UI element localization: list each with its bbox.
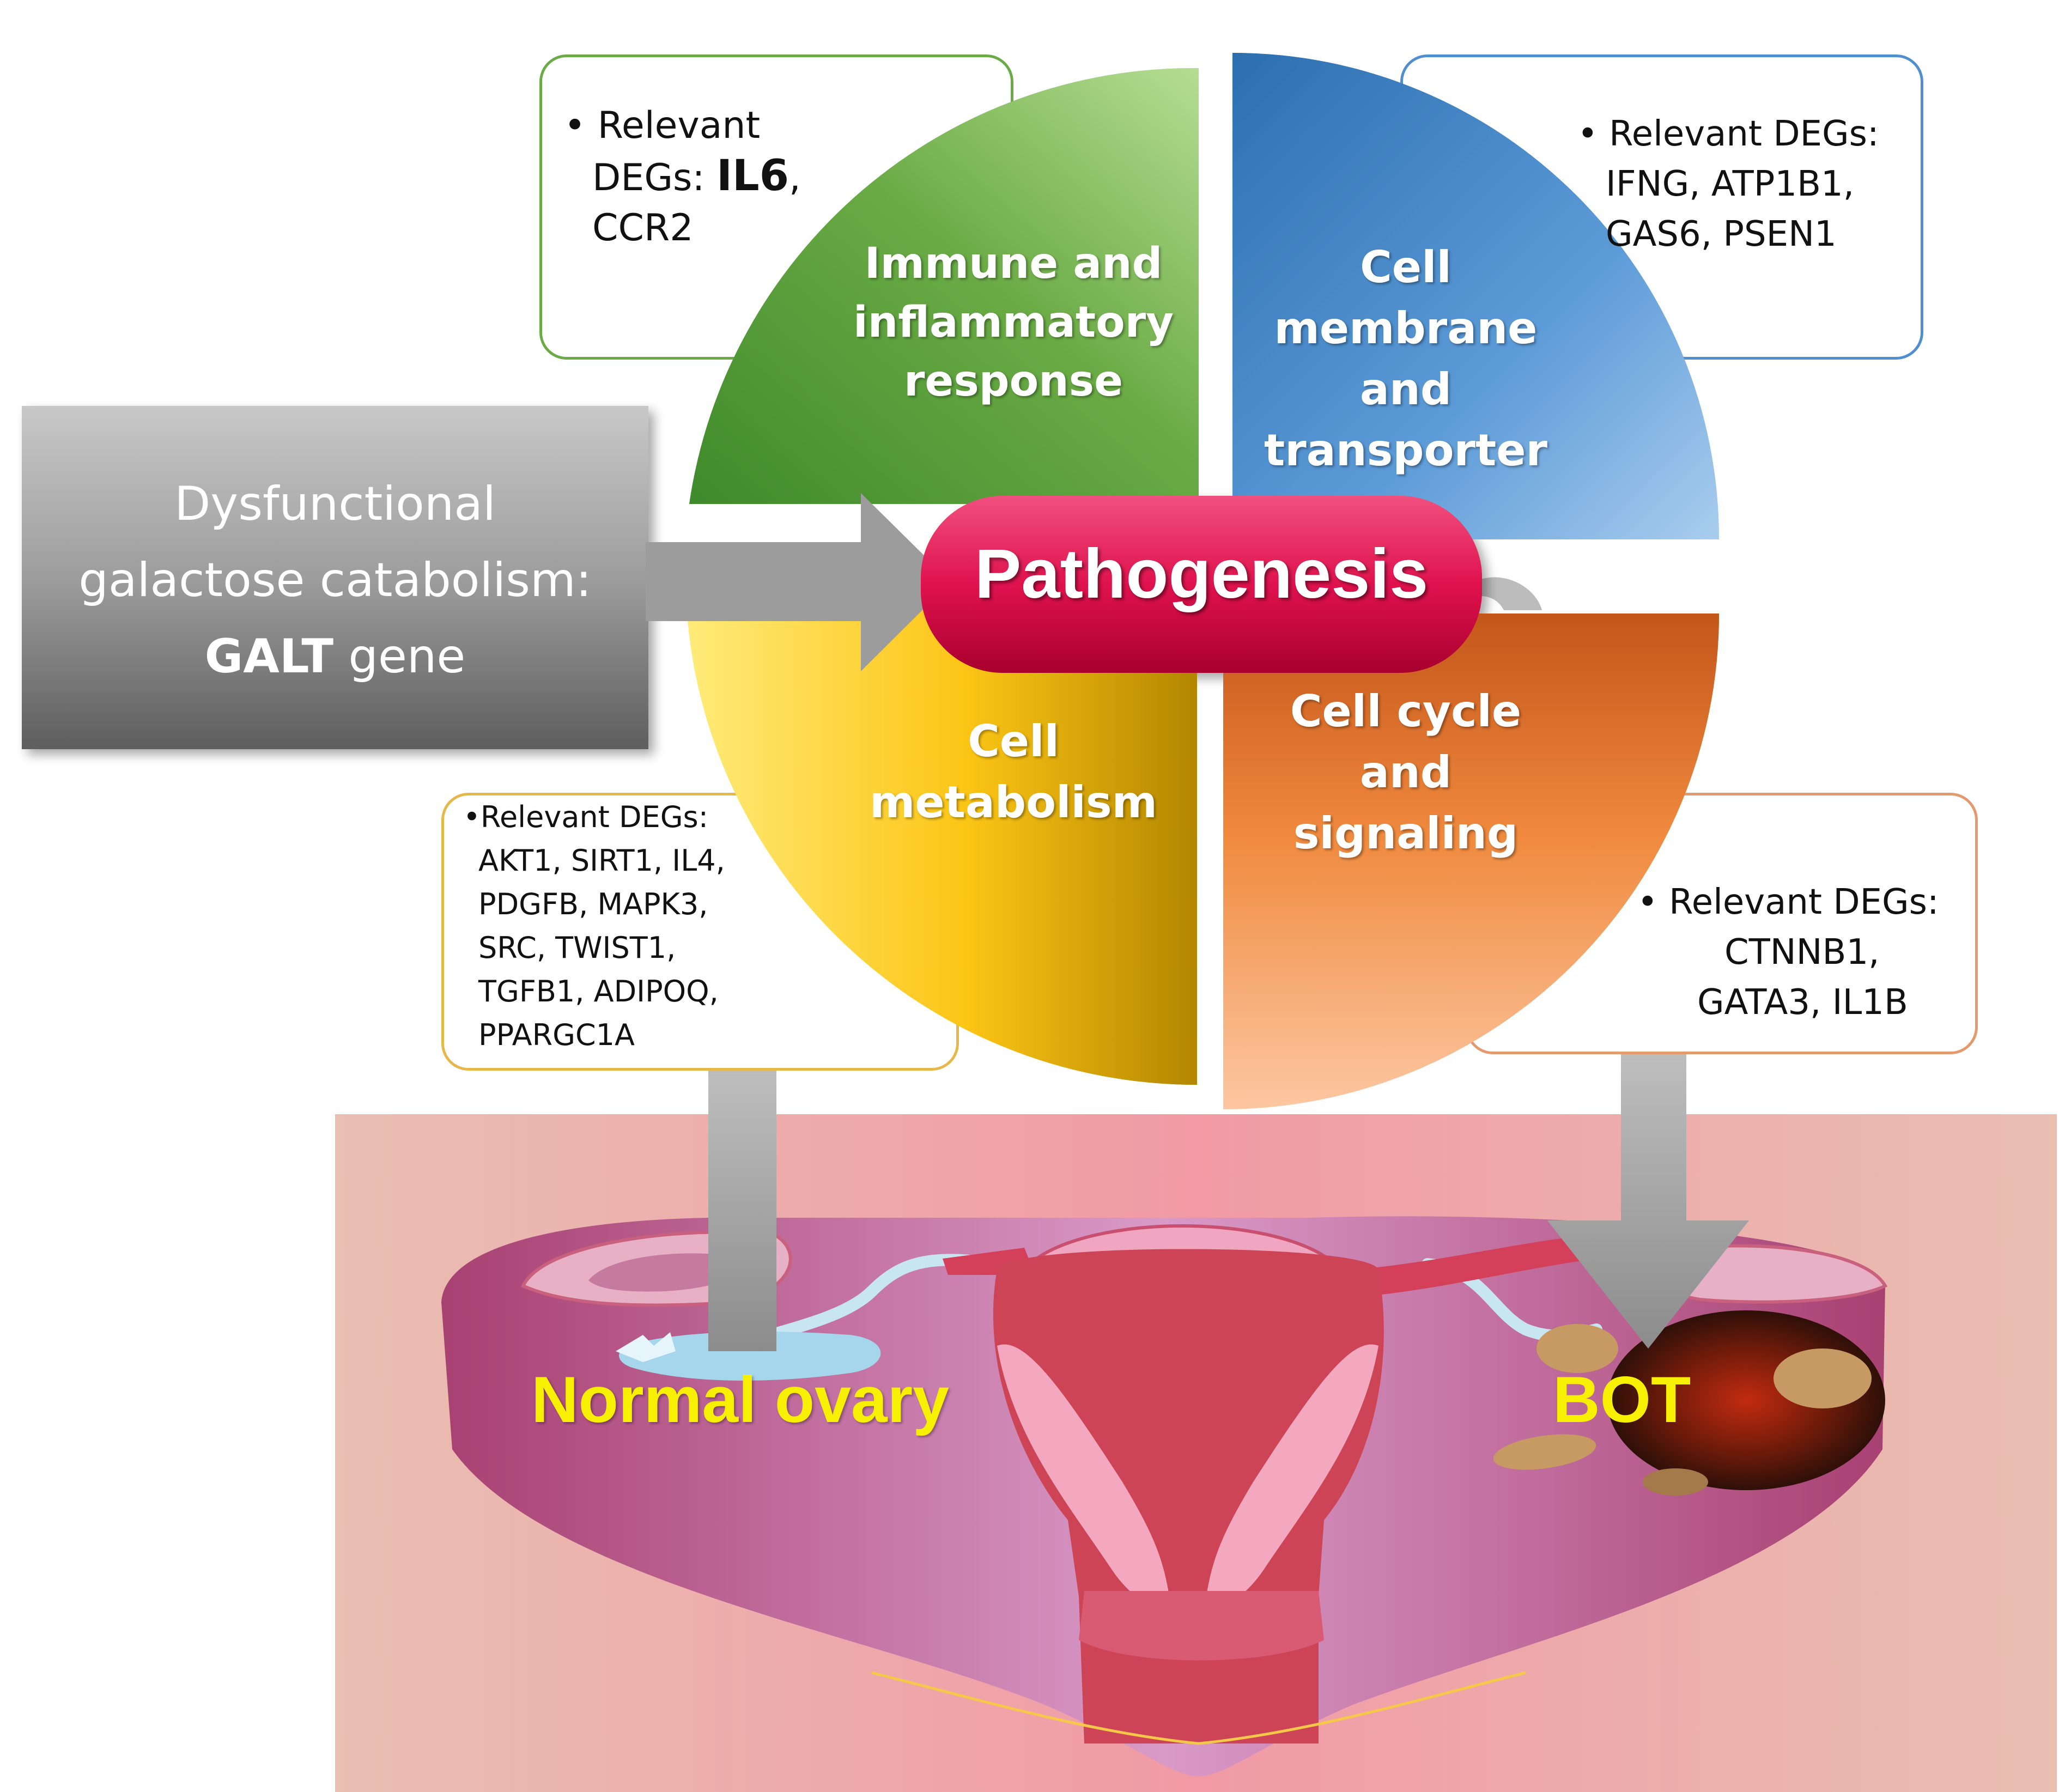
source-box bbox=[22, 406, 648, 749]
source-line-1: Dysfunctional bbox=[174, 477, 496, 531]
cycle-degs-text: • Relevant DEGs: CTNNB1, GATA3, IL1B bbox=[1637, 882, 1939, 1023]
uterus-cavity bbox=[997, 1344, 1171, 1613]
bot-spot-2 bbox=[1774, 1348, 1872, 1408]
pelvis-floor-line bbox=[871, 1671, 1526, 1745]
normal-ovary-fimbria bbox=[616, 1332, 676, 1362]
source-line-3: GALT gene bbox=[204, 629, 466, 684]
metabolism-label: Cell metabolism bbox=[870, 716, 1157, 828]
bot-label: BOT bbox=[1553, 1363, 1691, 1436]
cycle-label: Cell cycle and signaling bbox=[1290, 686, 1522, 859]
source-line-2: galactose catabolism: bbox=[78, 553, 592, 608]
membrane-label: Cell membrane and transporter bbox=[1264, 242, 1547, 476]
membrane-degs-text: • Relevant DEGs: IFNG, ATP1B1, GAS6, PSE… bbox=[1577, 114, 1879, 254]
fallopian-tube-left bbox=[730, 1254, 1003, 1352]
immune-label: Immune and inflammatory response bbox=[853, 239, 1174, 406]
source-box-text: Dysfunctional galactose catabolism: GALT… bbox=[22, 466, 648, 695]
pelvis-rim-inner-left bbox=[588, 1253, 746, 1292]
pathogenesis-label: Pathogenesis bbox=[974, 535, 1429, 613]
arrow-to-normal-ovary bbox=[708, 1065, 776, 1351]
center-connector bbox=[1471, 577, 1542, 610]
normal-ovary-label: Normal ovary bbox=[531, 1363, 949, 1436]
bot-spot-4 bbox=[1643, 1468, 1708, 1496]
immune-degs-text: • Relevant DEGs: IL6, CCR2 bbox=[564, 104, 801, 250]
normal-ovary bbox=[619, 1332, 881, 1381]
uterus-cavity-right bbox=[1204, 1344, 1378, 1613]
cervix bbox=[1079, 1591, 1324, 1661]
bot-spot-3 bbox=[1493, 1434, 1596, 1470]
metabolism-degs-text: •Relevant DEGs: AKT1, SIRT1, IL4, PDGFB,… bbox=[463, 800, 725, 1052]
